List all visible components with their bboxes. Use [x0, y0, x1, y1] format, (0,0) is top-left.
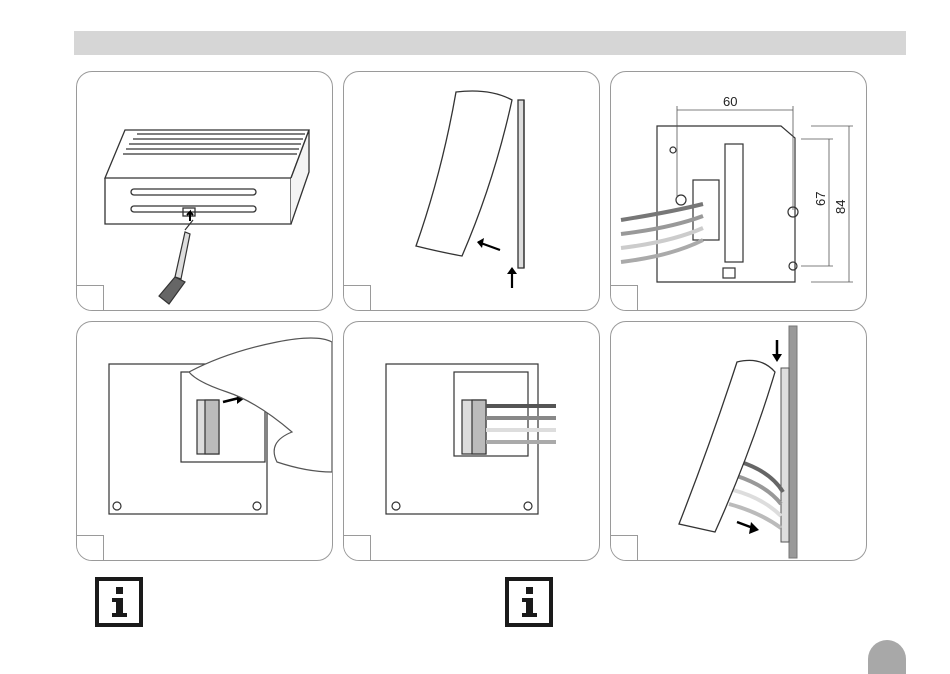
dimension-height-84: 84: [833, 200, 848, 214]
panel-mount-cover: [610, 321, 867, 561]
dimension-width-60: 60: [723, 94, 737, 109]
step-number-box: [610, 535, 638, 561]
cover-mounting-illustration: [611, 322, 867, 561]
header-bar: [74, 31, 906, 55]
housing-screwdriver-illustration: [77, 72, 333, 311]
wire-connection-illustration: [344, 322, 600, 561]
panel-open-housing: [76, 71, 333, 311]
step-number-box: [610, 285, 638, 311]
page-number-tab: [868, 640, 906, 674]
info-icon: [95, 577, 143, 627]
panel-connect-wires: [343, 321, 600, 561]
base-plate-drawing: 60 67 84: [611, 72, 867, 311]
step-number-box: [76, 285, 104, 311]
cover-removal-illustration: [344, 72, 600, 311]
panel-base-plate-dimensions: 60 67 84: [610, 71, 867, 311]
info-icon: [505, 577, 553, 627]
step-number-box: [76, 535, 104, 561]
panel-pull-terminal-block: [76, 321, 333, 561]
terminal-block-removal-illustration: [77, 322, 333, 561]
step-number-box: [343, 285, 371, 311]
panel-remove-cover: [343, 71, 600, 311]
dimension-height-67: 67: [813, 192, 828, 206]
step-number-box: [343, 535, 371, 561]
